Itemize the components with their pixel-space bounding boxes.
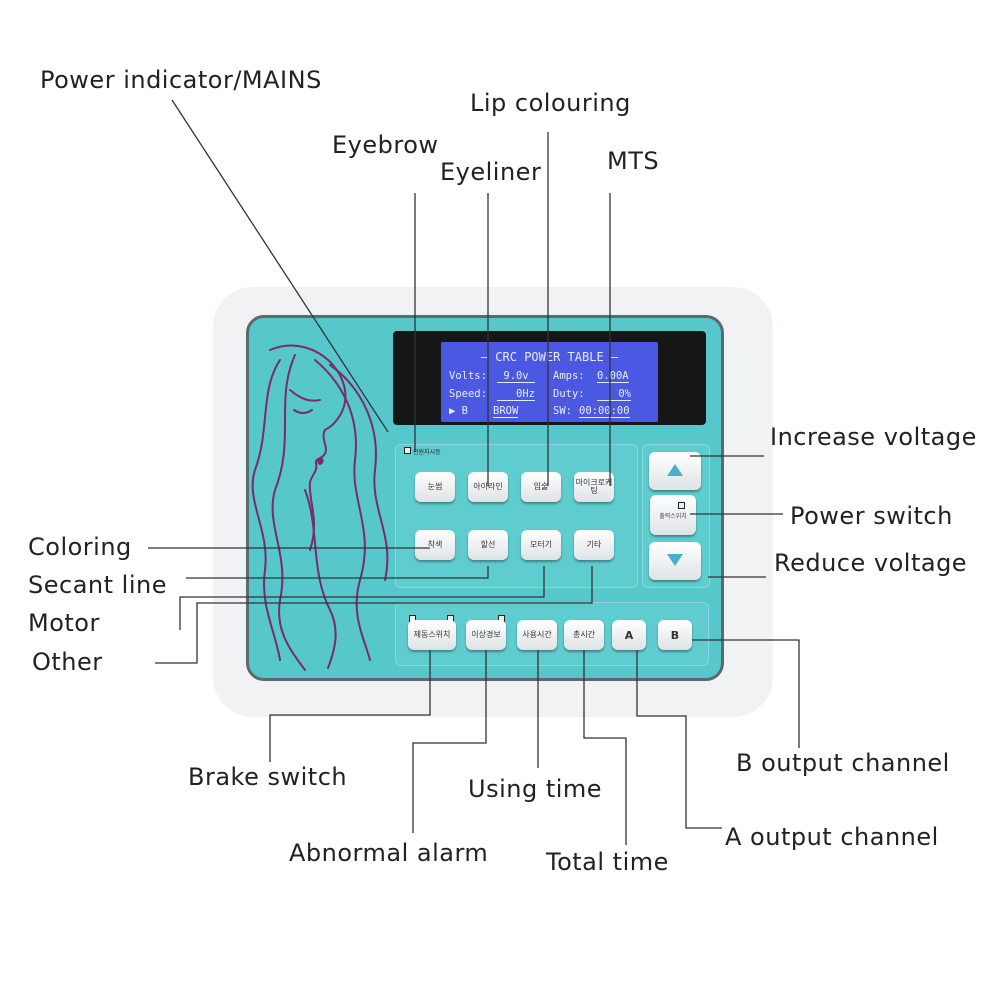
lcd-volts-value: 9.0v <box>497 370 535 383</box>
lcd-screen: — CRC POWER TABLE — Volts: 9.0v Amps: 0.… <box>441 342 658 422</box>
power-indicator-label: 전원지시등 <box>413 449 441 456</box>
lcd-speed-value: 0Hz <box>497 388 535 401</box>
mode-button-group <box>395 444 638 588</box>
other-button[interactable]: 기타 <box>574 530 614 560</box>
callout-power-indicator: Power indicator/MAINS <box>40 66 322 94</box>
callout-power-switch: Power switch <box>790 502 953 530</box>
callout-b-output-channel: B output channel <box>736 749 950 777</box>
abnormal-alarm-button[interactable]: 이상경보 <box>466 620 506 650</box>
power-indicator-led <box>404 447 411 454</box>
callout-increase-voltage: Increase voltage <box>770 423 977 451</box>
callout-a-output-channel: A output channel <box>725 823 939 851</box>
secant-line-button[interactable]: 할선 <box>468 530 508 560</box>
lcd-amps-label: Amps: <box>553 370 585 382</box>
lcd-duty-value: 0% <box>597 388 631 401</box>
callout-secant-line: Secant line <box>28 571 167 599</box>
lcd-sw-label: SW: <box>553 405 572 417</box>
mts-button[interactable]: 마이크로커팅 <box>574 472 614 502</box>
power-switch-button[interactable]: 출력스위치 <box>650 495 696 535</box>
triangle-up-icon <box>667 464 683 476</box>
callout-total-time: Total time <box>546 848 669 876</box>
callout-mts: MTS <box>607 147 660 175</box>
a-output-button[interactable]: A <box>612 620 646 650</box>
total-time-button[interactable]: 총시간 <box>564 620 604 650</box>
using-time-button[interactable]: 사용시간 <box>517 620 557 650</box>
lcd-sw-value: 00:00:00 <box>579 405 630 418</box>
callout-other: Other <box>32 648 103 676</box>
reduce-voltage-button[interactable] <box>649 542 701 580</box>
callout-abnormal-alarm: Abnormal alarm <box>289 839 489 867</box>
lcd-mode: BROW <box>493 405 519 418</box>
lcd-volts-label: Volts: <box>449 370 487 382</box>
lip-colouring-button[interactable]: 입술 <box>521 472 561 502</box>
motor-button[interactable]: 모터기 <box>521 530 561 560</box>
coloring-button[interactable]: 착색 <box>415 530 455 560</box>
power-switch-led <box>678 502 685 509</box>
callout-eyeliner: Eyeliner <box>440 158 542 186</box>
lcd-title: — CRC POWER TABLE — <box>480 350 619 364</box>
increase-voltage-button[interactable] <box>649 452 701 490</box>
brake-switch-button[interactable]: 제동스위치 <box>408 620 456 650</box>
callout-using-time: Using time <box>468 775 603 803</box>
face-illustration <box>251 344 389 671</box>
triangle-down-icon <box>667 554 683 566</box>
power-switch-label: 출력스위치 <box>659 512 687 520</box>
eyebrow-button[interactable]: 눈썹 <box>415 472 455 502</box>
callout-lip-colouring: Lip colouring <box>470 89 631 117</box>
callout-brake-switch: Brake switch <box>188 763 348 791</box>
lcd-speed-label: Speed: <box>449 388 487 400</box>
lcd-channel: ▶ B <box>449 405 468 417</box>
lcd-duty-label: Duty: <box>553 388 585 400</box>
callout-coloring: Coloring <box>28 533 132 561</box>
callout-reduce-voltage: Reduce voltage <box>774 549 968 577</box>
b-output-button[interactable]: B <box>658 620 692 650</box>
lcd-amps-value: 0.00A <box>597 370 629 383</box>
callout-motor: Motor <box>28 609 100 637</box>
callout-eyebrow: Eyebrow <box>332 131 439 159</box>
